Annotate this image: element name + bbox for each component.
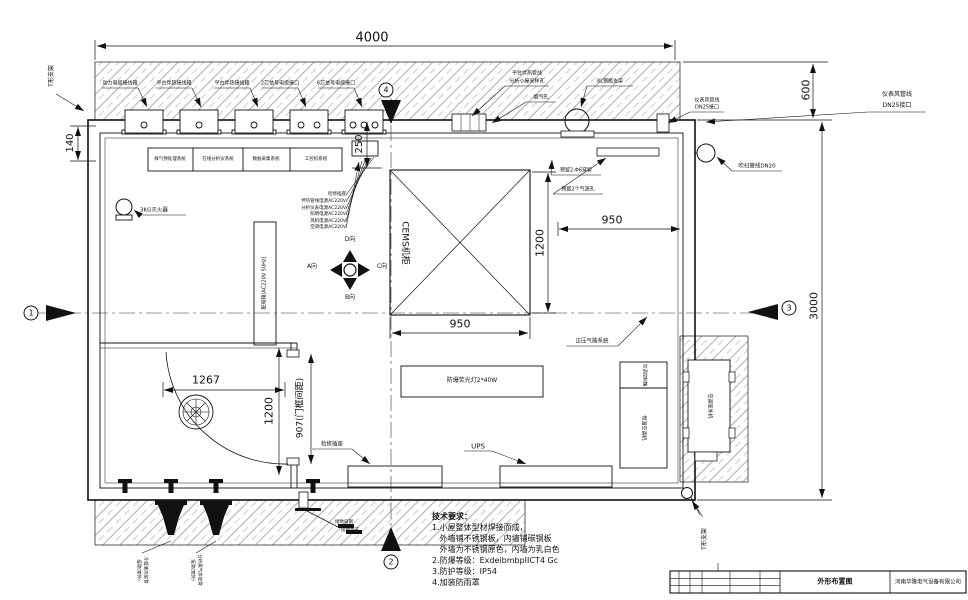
label-positive-pressure: 正压气路系统 <box>575 338 609 345</box>
label-ups: UPS <box>471 442 485 451</box>
label-drain2-line2: 接管(室外) <box>189 559 195 581</box>
technical-requirements: 技术要求： 1.小屋整体型材焊接而成， 外墙铺不锈钢板，内墙铺碳钢板 外墙为不锈… <box>432 511 560 588</box>
dim-overall-width: 4000 <box>355 30 389 46</box>
label-dist-box: 配电箱(AC220V 50Hz) <box>261 256 268 310</box>
section-arrows <box>46 100 778 551</box>
bench-item-1: 样气预处理系统 <box>154 156 186 162</box>
jbox-label-4: 2芯信号电缆接口 <box>260 80 300 87</box>
callout-cylinder-bracket: 8L钢瓶支架 <box>597 78 623 85</box>
dim-platform-depth: 600 <box>799 79 813 101</box>
label-ac-indoor: 恒温空调机 <box>640 415 647 441</box>
tech-line-3: 外墙为不锈钢原色，内墙为乳白色 <box>432 545 560 554</box>
label-ground-terminal: 接地端子 <box>341 527 359 533</box>
tech-line-4: 2.防爆等级：ExdeibmbpIICT4 Gc <box>432 556 559 565</box>
label-extinguisher: 3KG灭火器 <box>140 207 168 214</box>
cems-cabinet-symbol <box>389 169 531 316</box>
label-lamp: 防爆荧光灯2*40W <box>446 377 498 384</box>
compass-a: A向 <box>306 263 318 270</box>
label-drain2-line1: 分析尾气排放管 <box>196 554 202 586</box>
label-cems-cabinet: CEMS机柜 <box>399 221 410 265</box>
title-block-lines <box>669 563 967 594</box>
compass-c: C向 <box>376 263 388 270</box>
dim-cabinet-to-wall: 950 <box>601 213 623 227</box>
equipment-symbols <box>115 108 736 516</box>
section-marker-4: 4 <box>378 82 394 98</box>
leader-lines <box>55 85 926 554</box>
jbox-label-1: 动力电缆接线箱 <box>102 80 138 87</box>
section-marker-1: 1 <box>23 305 39 321</box>
compass-symbol <box>330 250 370 290</box>
dim-cabinet-width: 950 <box>449 317 471 331</box>
callout-instr-air-right-line2: DN25接口 <box>882 102 912 109</box>
label-ac-outdoor: 空调室外机 <box>706 393 713 419</box>
callout-reserved-gas: 预留2个气源孔 <box>561 186 595 193</box>
callout-instr-air-right-line1: 仪表风管线 <box>881 91 913 98</box>
door-swing-arc <box>165 351 289 465</box>
callout-platform-line: 平台伴热管线 <box>511 70 543 77</box>
walls <box>87 119 696 501</box>
tech-line-5: 3.防护等级：IP54 <box>432 567 497 576</box>
label-ac-control: 空调控制箱 <box>641 363 647 387</box>
fan-symbol <box>178 394 214 430</box>
dimension-lines <box>70 40 832 501</box>
label-socket: 检修插座 <box>320 441 344 448</box>
anchor-bolts <box>118 479 362 535</box>
bench-item-4: 工控机系统 <box>304 156 328 162</box>
power-feed-2: 伴热管线电源AC220V <box>301 198 346 204</box>
bench-item-3: 数据采集系统 <box>252 156 280 162</box>
label-drain1-line1: 冷凝液排放管 <box>142 556 148 584</box>
dim-vestibule-height: 1200 <box>262 397 276 425</box>
power-feed-3: 分析仪表电源AC220V <box>301 205 346 211</box>
centerlines <box>38 98 758 545</box>
power-feed-1: 检修插座 <box>328 191 346 197</box>
callout-instr-air-line1: 仪表风管线 <box>694 97 720 104</box>
junction-boxes <box>102 87 387 135</box>
power-feed-5: 风机电源AC220V <box>310 218 346 224</box>
jbox-label-3: 平台伴热接线箱 <box>214 80 250 87</box>
dim-left-offset: 140 <box>65 133 76 153</box>
drawing-title: 外形布置图 <box>817 577 853 586</box>
tech-line-1: 1.小屋整体型材焊接而成， <box>432 523 528 532</box>
tech-line-6: 4.加装防雨罩 <box>432 578 480 587</box>
tech-line-2: 外墙铺不锈钢板，内墙铺碳钢板 <box>432 534 552 543</box>
power-feed-4: 照明电源AC220V <box>310 211 346 217</box>
label-ground-flat: 接地扁钢 <box>335 519 353 525</box>
compass-d: D向 <box>344 236 356 243</box>
callout-purge-line: 吹扫管线DN20 <box>738 163 776 170</box>
dim-overall-depth: 3000 <box>807 292 821 320</box>
compass-b: B向 <box>344 294 356 301</box>
tech-heading: 技术要求： <box>432 512 472 521</box>
dim-door-frame-spacing: 907(门框间距) <box>295 377 306 439</box>
company-name: 河南华隆电气设备有限公司 <box>894 579 962 586</box>
dim-vestibule-width: 1267 <box>192 373 220 387</box>
callout-platform-line2: 分析小屋采样孔 <box>509 78 545 85</box>
callout-reserved-sleeve: 预留2-Φ6穿管 <box>559 167 593 174</box>
callout-t-bracket-bottom: T形支架 <box>701 528 708 550</box>
label-drain1-line2: 接管(室外) <box>135 559 141 581</box>
callout-instr-air-line2: DN25接口 <box>695 104 719 111</box>
jbox-label-5: 6芯信号电缆接口 <box>316 80 356 87</box>
bench-item-2: 在线分析仪系统 <box>202 156 234 162</box>
dim-cabinet-height: 1200 <box>533 229 547 257</box>
dim-bench-depth: 250 <box>354 134 365 154</box>
section-marker-3: 3 <box>781 300 797 316</box>
callout-t-bracket-top: T形支架 <box>48 65 55 87</box>
section-marker-2: 2 <box>383 554 399 570</box>
callout-gas-hole: 烟气孔 <box>533 94 549 101</box>
power-feed-6: 空调电源AC220V <box>310 224 346 230</box>
jbox-label-2: 平台伴热接线箱 <box>156 80 192 87</box>
